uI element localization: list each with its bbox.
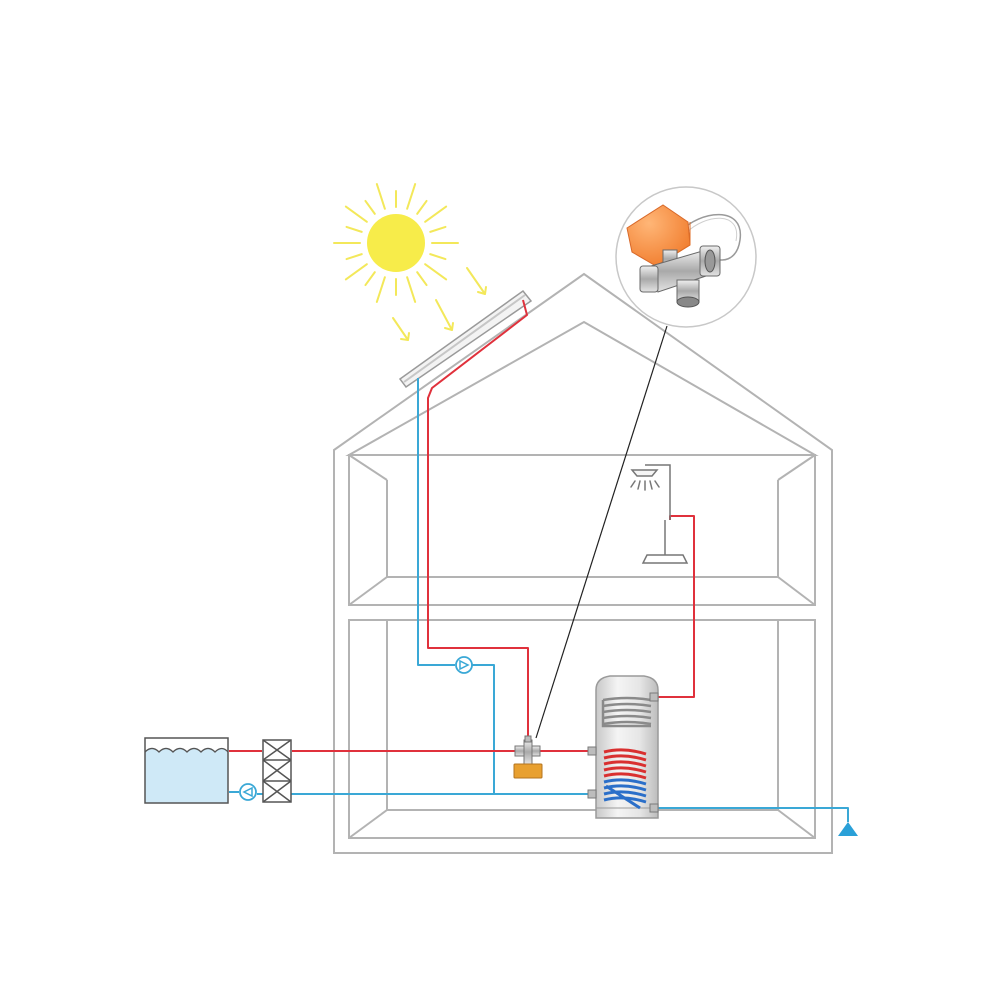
- sun-ray: [424, 205, 448, 223]
- sun-ray: [344, 205, 368, 223]
- water-tank-icon: [144, 737, 229, 804]
- upper-floor-room: [348, 454, 816, 606]
- lower-floor-corner-br: [777, 809, 816, 839]
- sun-ray: [424, 263, 448, 281]
- boiler-tank-icon: [587, 675, 659, 819]
- collector-return-pipe: [417, 378, 455, 666]
- coil-loop: [602, 696, 652, 702]
- sun-ray-arrow: [466, 267, 487, 295]
- house-outer-wall: [333, 272, 833, 854]
- lower-coil-hot: [603, 748, 647, 780]
- upper-floor-corner-left: [348, 454, 388, 481]
- sun-ray: [345, 253, 363, 261]
- upper-floor-corner-br: [777, 576, 816, 606]
- pump-outlet-pipe: [472, 664, 495, 795]
- upper-floor-corner-bl: [348, 576, 388, 606]
- sun-ray: [406, 276, 417, 303]
- valve-photo-icon: [615, 186, 757, 328]
- sun-ray-arrow: [392, 317, 410, 341]
- coil-loop: [602, 720, 652, 726]
- coil-loop: [603, 772, 647, 780]
- sun-ray: [344, 263, 368, 281]
- motorized-valve-icon: [513, 735, 543, 779]
- house-outline: [333, 272, 833, 854]
- pump-icon: [455, 656, 473, 674]
- shower-head-icon: [630, 464, 689, 564]
- lower-coil-cold: [603, 778, 647, 810]
- lower-floor-room: [348, 619, 816, 839]
- sun-ray: [416, 199, 428, 215]
- sun-ray: [364, 271, 376, 287]
- heat-exchanger-icon: [262, 739, 292, 803]
- sun-ray: [416, 271, 428, 287]
- sun-ray: [429, 253, 447, 261]
- collector-supply-pipe: [427, 299, 529, 740]
- coil-loop: [602, 708, 652, 714]
- sun-ray: [429, 225, 447, 233]
- triangle-marker-icon: [838, 822, 858, 836]
- coil-loop: [603, 748, 647, 756]
- sun-icon: [333, 183, 487, 341]
- pump-icon: [239, 783, 257, 801]
- coil-loop: [602, 702, 652, 708]
- mains-inlet-pipe: [658, 807, 849, 822]
- sun-ray-arrow: [435, 299, 454, 331]
- coil-loop: [605, 784, 641, 810]
- sun-ray: [345, 225, 363, 233]
- upper-heating-coil: [601, 696, 652, 728]
- coil-loop: [603, 790, 647, 798]
- valve-callout-line: [535, 325, 668, 739]
- shower-spray: [630, 480, 660, 491]
- coil-loop: [603, 754, 647, 762]
- sun-ray: [375, 276, 386, 303]
- coil-loop: [603, 760, 647, 768]
- coil-loop: [601, 700, 651, 728]
- sun-ray: [375, 183, 386, 210]
- shower-supply-pipe: [658, 515, 695, 698]
- sun-ray: [364, 199, 376, 215]
- upper-floor-perspective: [386, 480, 779, 578]
- upper-floor-corner-right: [777, 454, 816, 481]
- coil-loop: [602, 714, 652, 720]
- solar-panel-icon: [398, 289, 533, 389]
- lower-floor-corner-bl: [348, 809, 388, 839]
- coil-loop: [603, 778, 647, 786]
- coil-loop: [603, 766, 647, 774]
- lower-floor-perspective: [386, 620, 779, 811]
- sun-ray: [406, 183, 417, 210]
